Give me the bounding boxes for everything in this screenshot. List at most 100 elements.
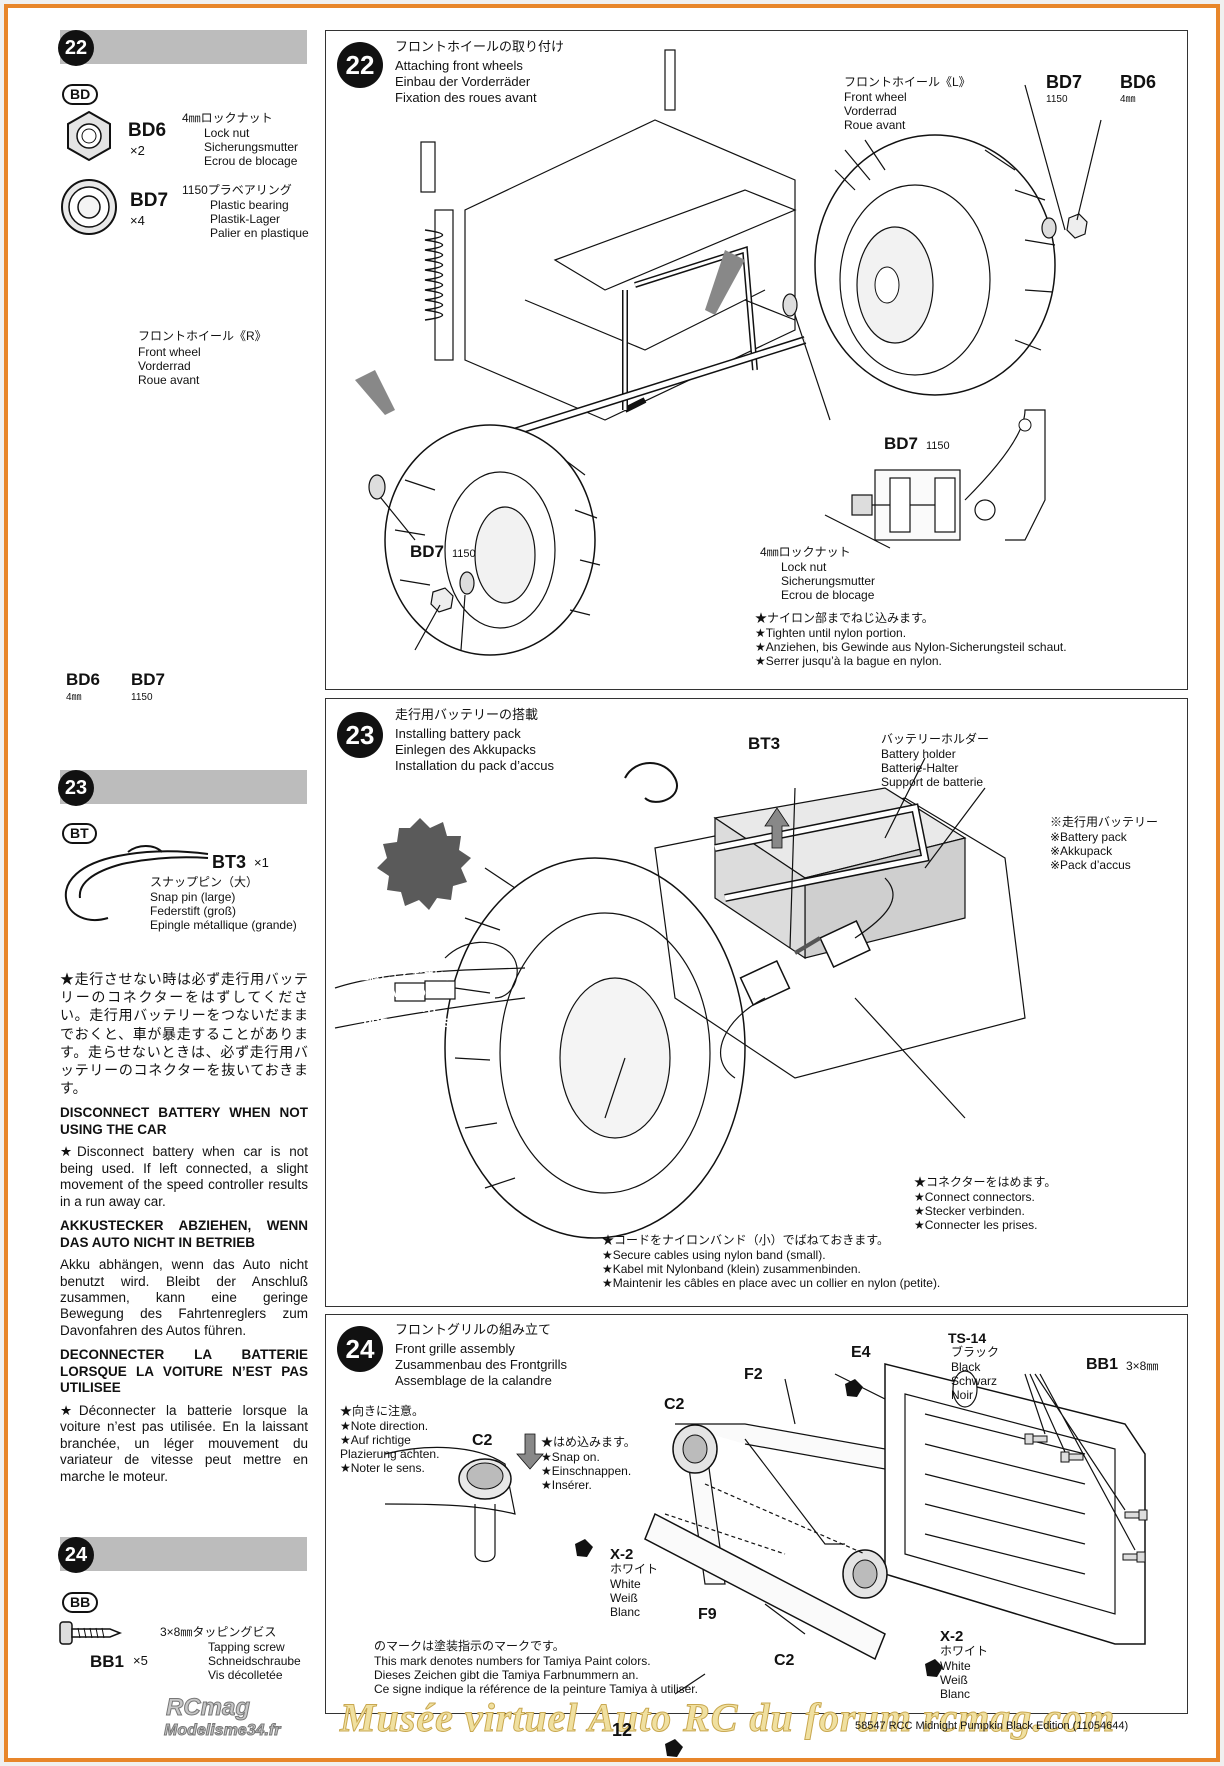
direction-de: ★Auf richtige — [340, 1433, 411, 1447]
x2-fr-left: Blanc — [610, 1605, 641, 1619]
f9-label: F9 — [698, 1606, 717, 1623]
ts14-en: Black — [951, 1360, 981, 1374]
bd7-label-top: BD7 — [1046, 72, 1083, 92]
locknut-en: Lock nut — [781, 560, 827, 574]
warning-jp: ★走行させない時は必ず走行用バッテリーのコネクターをはずしてください。走行用バッ… — [60, 971, 308, 1097]
f2-label: F2 — [744, 1366, 763, 1383]
x2-jp-left: ホワイト — [610, 1562, 659, 1576]
pack-de: ※Akkupack — [1050, 844, 1113, 858]
bd7-code: BD7 — [130, 190, 169, 211]
cables-en: ★Secure cables using nylon band (small). — [602, 1248, 826, 1262]
front-axle-illustration — [355, 49, 1102, 656]
ts14-de: Schwarz — [951, 1374, 998, 1388]
bd6-qty: ×2 — [130, 143, 145, 158]
step-24-bar — [60, 1537, 307, 1571]
battery-warning: ★走行させない時は必ず走行用バッテリーのコネクターをはずしてください。走行用バッ… — [60, 970, 308, 1491]
step-24-number: 24 — [58, 1537, 94, 1573]
snap-pin-icon — [64, 845, 209, 921]
direction-en: ★Note direction. — [340, 1419, 429, 1433]
bag-bt-label: BT — [62, 823, 97, 844]
pack-en: ※Battery pack — [1050, 830, 1127, 844]
bd6-desc-jp: 4㎜ロックナット — [182, 111, 273, 125]
locknut-jp: 4㎜ロックナット — [760, 545, 851, 559]
pack-jp: ※走行用バッテリー — [1050, 815, 1159, 829]
bb1-code: BB1 — [90, 1652, 125, 1671]
bb1-size-panel: 3×8㎜ — [1126, 1359, 1159, 1373]
bd6-label-bottom: BD6 — [66, 670, 101, 689]
caution-de: VORSICHT — [375, 1001, 438, 1015]
bd7-size-mid: 1150 — [452, 548, 476, 560]
product-line: 58547 RCC Midnight Pumpkin Black Edition… — [855, 1720, 1129, 1732]
bd6-size-top: 4㎜ — [1120, 94, 1136, 105]
caution-jp: 注意してください。 — [357, 970, 457, 982]
panel-23-title-fr: Installation du pack d’accus — [395, 758, 554, 773]
bb1-desc-fr: Vis décolletée — [208, 1668, 283, 1682]
bt3-desc-jp: スナップピン（大） — [150, 875, 259, 889]
connect-fr: ★Connecter les prises. — [914, 1218, 1038, 1232]
snap-fr: ★Insérer. — [541, 1478, 592, 1492]
bt3-qty: ×1 — [254, 855, 269, 870]
tighten-de: ★Anziehen, bis Gewinde aus Nylon-Sicheru… — [755, 640, 1067, 654]
bb1-desc-jp: 3×8㎜タッピングビス — [160, 1625, 277, 1639]
panel-23-number: 23 — [337, 712, 383, 758]
panel-24-title-fr: Assemblage de la calandre — [395, 1373, 552, 1388]
panel-23-title-en: Installing battery pack — [395, 726, 521, 741]
bd7-size-bottom: 1150 — [131, 692, 153, 703]
holder-fr: Support de batterie — [881, 775, 984, 789]
panel-22-title-jp: フロントホイールの取り付け — [395, 39, 565, 54]
snap-de: ★Einschnappen. — [541, 1464, 632, 1478]
bd6-desc-fr: Ecrou de blocage — [204, 154, 298, 168]
holder-jp: バッテリーホルダー — [881, 732, 990, 746]
bd7-desc-jp: 1150プラベアリング — [182, 183, 292, 197]
lock-nut-icon — [67, 110, 111, 162]
locknut-de: Sicherungsmutter — [781, 574, 876, 588]
x2-fr-right: Blanc — [940, 1687, 971, 1701]
rcmag-logo: RCmag — [165, 1694, 251, 1722]
x2-de-left: Weiß — [610, 1591, 638, 1605]
x2-code-right: X-2 — [940, 1628, 964, 1645]
bag-bd-label: BD — [62, 84, 99, 105]
cables-fr: ★Maintenir les câbles en place avec un c… — [602, 1276, 941, 1290]
ts14-jp: ブラック — [951, 1345, 1000, 1359]
direction-jp: ★向きに注意。 — [340, 1404, 425, 1418]
x2-jp-right: ホワイト — [940, 1644, 989, 1658]
paint-note-fr: Ce signe indique la référence de la pein… — [374, 1682, 698, 1696]
bd7-label-right: BD7 — [884, 434, 919, 453]
connect-de: ★Stecker verbinden. — [914, 1204, 1025, 1218]
warning-fr-heading: DECONNECTER LA BATTERIE LORSQUE LA VOITU… — [60, 1347, 308, 1396]
panel-23-title-de: Einlegen des Akkupacks — [395, 742, 536, 757]
panel-22-title-fr: Fixation des roues avant — [395, 90, 537, 105]
bd6-size-bottom: 4㎜ — [66, 692, 82, 703]
bd7-desc-fr: Palier en plastique — [210, 226, 309, 240]
bb1-desc-en: Tapping screw — [208, 1640, 285, 1654]
bd7-desc-de: Plastik-Lager — [210, 212, 281, 226]
warning-en-heading: DISCONNECT BATTERY WHEN NOT USING THE CA… — [60, 1105, 308, 1137]
bt3-code: BT3 — [212, 852, 247, 872]
wheel-r-en: Front wheel — [138, 345, 201, 359]
battery-install-illustration — [334, 757, 1026, 1239]
ts14-fr: Noir — [951, 1388, 974, 1402]
x2-en-left: White — [610, 1577, 641, 1591]
panel-22-number: 22 — [337, 42, 383, 88]
wheel-r-jp: フロントホイール《R》 — [138, 329, 267, 343]
bt3-desc-en: Snap pin (large) — [150, 890, 236, 904]
step-23-number: 23 — [58, 770, 94, 806]
paint-note-de: Dieses Zeichen gibt die Tamiya Farbnumme… — [374, 1668, 639, 1682]
tighten-en: ★Tighten until nylon portion. — [755, 626, 907, 640]
x2-code-left: X-2 — [610, 1546, 634, 1563]
connect-jp: ★コネクターをはめます。 — [914, 1175, 1057, 1189]
watermark-text: Musée virtuel Auto RC du forum rcmag.com — [339, 1695, 1116, 1741]
bd7-size-right: 1150 — [926, 440, 950, 452]
x2-de-right: Weiß — [940, 1673, 968, 1687]
e4-label: E4 — [851, 1344, 871, 1361]
bb1-desc-de: Schneidschraube — [208, 1654, 301, 1668]
pack-fr: ※Pack d’accus — [1050, 858, 1131, 872]
bd7-label-mid: BD7 — [410, 542, 445, 561]
bd6-desc-de: Sicherungsmutter — [204, 140, 299, 154]
caution-en: CAUTION — [379, 986, 435, 1000]
bd7-size-top: 1150 — [1046, 94, 1068, 105]
warning-en-text: ★Disconnect battery when car is not bein… — [60, 1144, 308, 1209]
paint-note-jp: のマークは塗装指示のマークです。 — [374, 1639, 565, 1653]
panel-24-title-en: Front grille assembly — [395, 1341, 515, 1356]
bd6-label-top: BD6 — [1120, 72, 1157, 92]
